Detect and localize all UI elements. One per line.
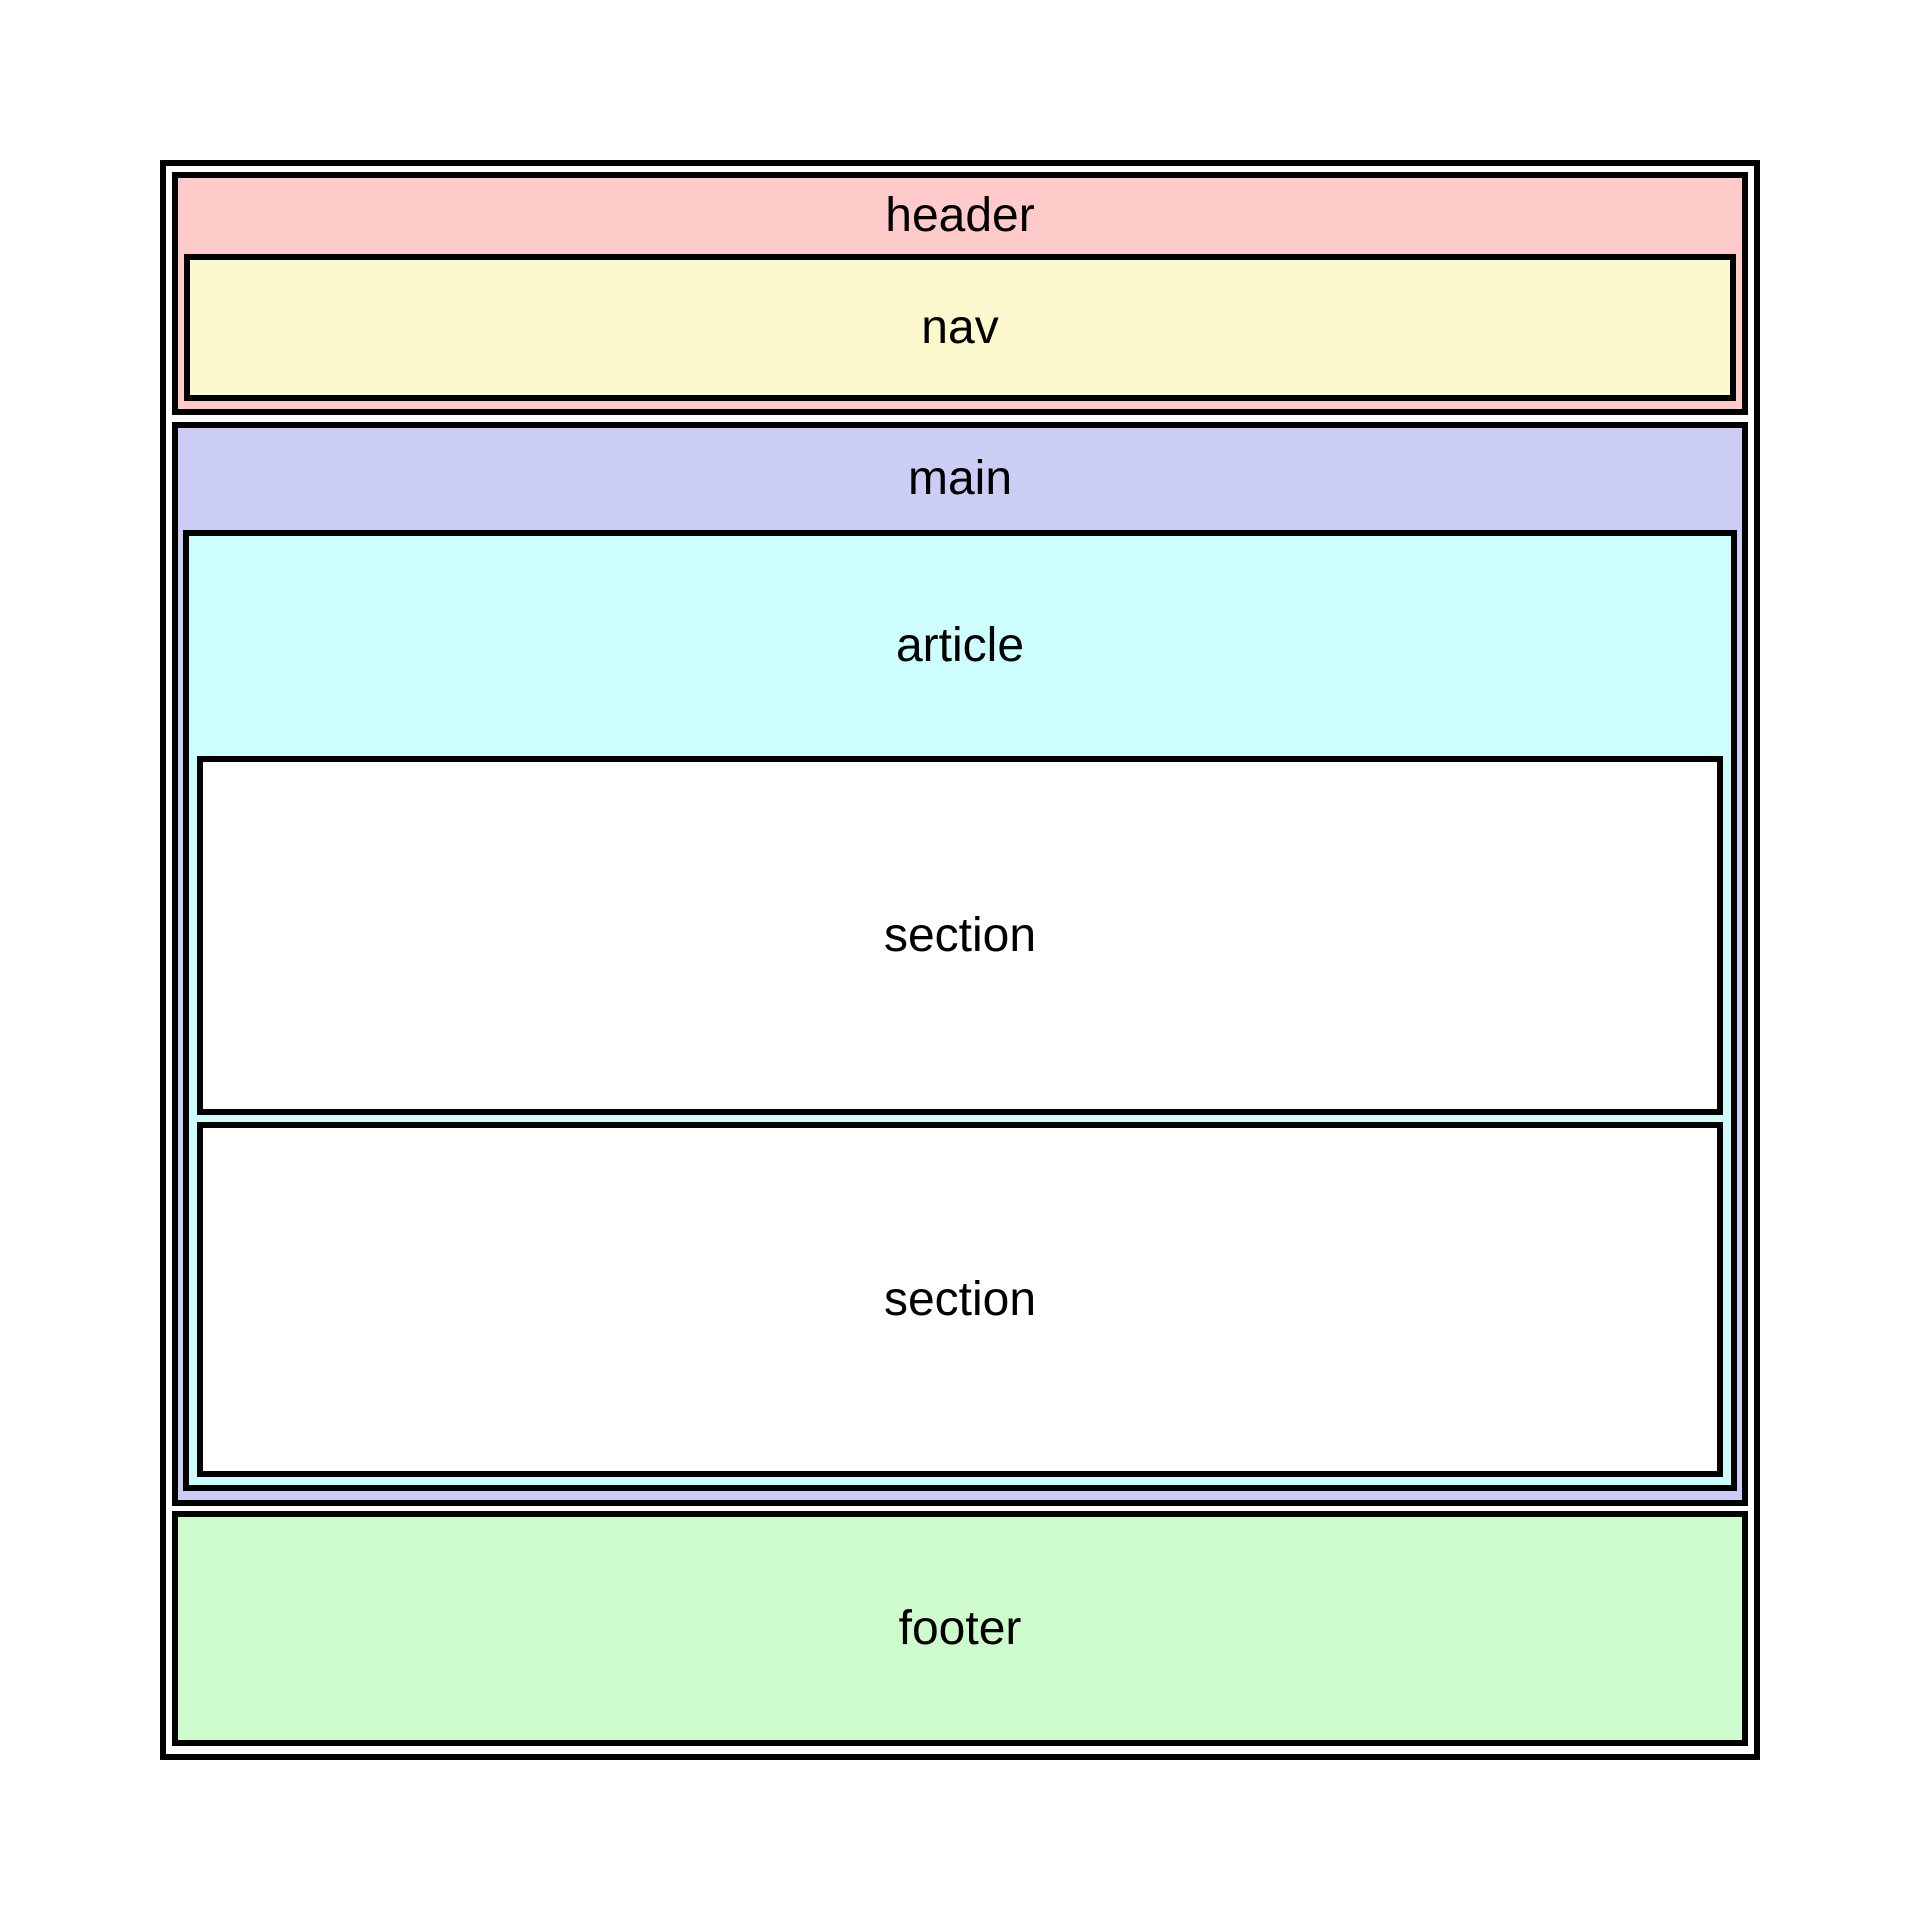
section-2-label: section <box>883 1272 1037 1326</box>
footer-box: footer <box>172 1511 1748 1746</box>
section-1-label: section <box>883 908 1037 962</box>
article-box: article section section <box>183 530 1737 1491</box>
main-box: main article section section <box>172 422 1748 1506</box>
section-box-2: section <box>197 1122 1723 1477</box>
nav-label: nav <box>921 300 999 354</box>
header-label: header <box>885 189 1035 242</box>
header-box: header nav <box>172 172 1748 415</box>
body-box: header nav main article section section … <box>160 160 1760 1760</box>
main-label: main <box>907 452 1013 505</box>
footer-label: footer <box>898 1601 1022 1655</box>
section-box-1: section <box>197 756 1723 1115</box>
article-label: article <box>895 619 1025 672</box>
nav-box: nav <box>184 254 1736 401</box>
